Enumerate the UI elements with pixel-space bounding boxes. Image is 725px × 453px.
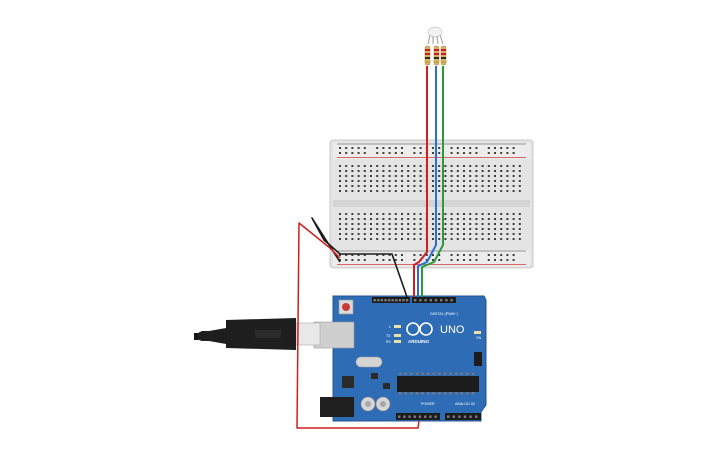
wires[interactable] — [296, 66, 444, 429]
wire-green-signal — [421, 66, 444, 297]
breadboard[interactable] — [329, 139, 534, 269]
resistor-1[interactable] — [424, 45, 431, 66]
uno-logo-text: UNO — [440, 324, 465, 336]
arduino-brand-text: ARDUINO — [408, 339, 429, 344]
arduino-uno-board[interactable]: UNO ARDUINO DIGITAL (PWM~) POWER ANALOG … — [313, 295, 487, 422]
rgb-led[interactable] — [427, 26, 444, 45]
tx-label: TX — [386, 334, 391, 338]
digital-header-label: DIGITAL (PWM~) — [430, 312, 458, 316]
wire-black-ground — [311, 217, 408, 298]
wire-red-signal — [413, 66, 428, 297]
wire-blue-signal — [417, 66, 437, 297]
on-label: ON — [476, 336, 482, 340]
wire-red-power — [296, 222, 420, 429]
l-label: L — [389, 325, 391, 329]
resistor-2[interactable] — [433, 45, 440, 66]
rx-label: RX — [386, 340, 391, 344]
header-pins — [373, 299, 478, 418]
analog-in-label: ANALOG IN — [455, 402, 475, 406]
breadboard-holes — [339, 147, 521, 261]
resistor-3[interactable] — [440, 45, 447, 66]
usb-cable[interactable] — [194, 318, 321, 350]
arduino-logo — [406, 322, 433, 336]
power-label: POWER — [421, 402, 435, 406]
